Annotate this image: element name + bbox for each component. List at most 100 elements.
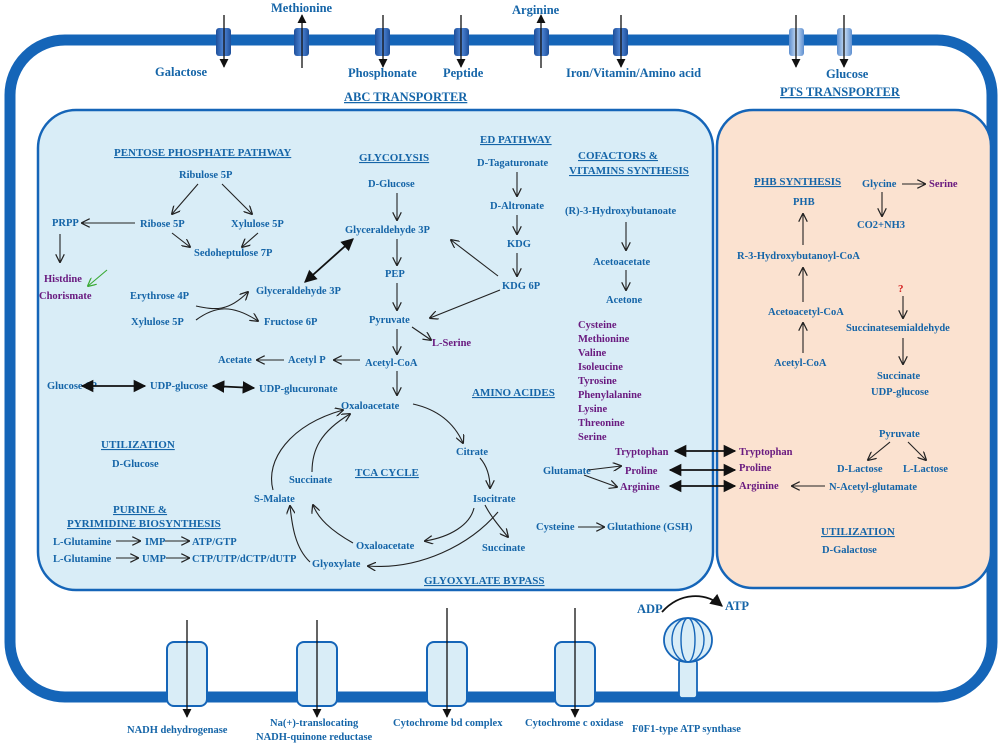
glycine: Glycine	[862, 179, 897, 190]
co2-nh3: CO2+NH3	[857, 220, 905, 231]
fructose6p: Fructose 6P	[264, 317, 318, 328]
l-lactose: L-Lactose	[903, 464, 948, 475]
arginine-transport-label: Arginine	[512, 3, 560, 17]
purine-arrows	[116, 541, 189, 558]
glycolysis-title: GLYCOLYSIS	[359, 152, 429, 164]
glutamate: Glutamate	[543, 466, 591, 477]
utilization-d-glucose: D-Glucose	[112, 459, 159, 470]
xylulose5p-bottom: Xylulose 5P	[131, 317, 184, 328]
amino-acid: Threonine	[578, 418, 625, 429]
glutathione: Glutathione (GSH)	[607, 522, 693, 533]
d-galactose: D-Galactose	[822, 545, 877, 556]
iron-vitamin-amino-label: Iron/Vitamin/Amino acid	[566, 66, 701, 80]
glycolysis-arrows	[80, 193, 431, 395]
prpp: PRPP	[52, 218, 79, 229]
succinate-shunt: Succinate	[289, 475, 333, 486]
acetoacetyl-coa: Acetoacetyl-CoA	[768, 307, 844, 318]
utilization-right-title: UTILIZATION	[821, 526, 895, 538]
l-glutamine-2: L-Glutamine	[53, 554, 112, 565]
phb-title: PHB SYNTHESIS	[754, 176, 841, 188]
acetyl-coa-phb: Acetyl-CoA	[774, 358, 827, 369]
ppp-title: PENTOSE PHOSPHATE PATHWAY	[114, 147, 291, 159]
r3hb-coa: R-3-Hydroxybutanoyl-CoA	[737, 251, 860, 262]
amino-acid: Lysine	[578, 404, 608, 415]
arginine-left: Arginine	[620, 482, 660, 493]
phb-region	[715, 108, 993, 590]
sedoheptulose7p: Sedoheptulose 7P	[194, 248, 273, 259]
imp: IMP	[145, 537, 166, 548]
amino-acid: Valine	[578, 348, 607, 359]
succinate-phb: Succinate	[877, 371, 921, 382]
question-mark: ?	[898, 283, 904, 295]
pts-transporter-title: PTS TRANSPORTER	[780, 85, 901, 99]
cytoplasm-region	[36, 108, 715, 592]
isocitrate: Isocitrate	[473, 494, 516, 505]
atp-label: ATP	[725, 599, 749, 613]
glyoxylate: Glyoxylate	[312, 559, 361, 570]
na-translocating-label-2: NADH-quinone reductase	[256, 732, 373, 743]
amino-acid: Isoleucine	[578, 362, 623, 373]
methionine-label: Methionine	[271, 1, 333, 15]
amino-acids-title: AMINO ACIDES	[472, 387, 555, 399]
hydroxybutanoate: (R)-3-Hydroxybutanoate	[565, 206, 677, 217]
acetate: Acetate	[218, 355, 252, 366]
amino-acid-list: Cysteine Methionine Valine Isoleucine Ty…	[578, 320, 642, 443]
cofactors-title-1: COFACTORS &	[578, 150, 658, 162]
pts-channels	[789, 15, 852, 68]
ctp-utp: CTP/UTP/dCTP/dUTP	[192, 554, 297, 565]
galactose-label: Galactose	[155, 65, 208, 79]
amino-acid: Tyrosine	[578, 376, 617, 387]
acetoacetate: Acetoacetate	[593, 257, 650, 268]
glucose1p: Glucose 1P	[47, 381, 97, 392]
udp-glucose: UDP-glucose	[150, 381, 208, 392]
proline-right: Proline	[739, 463, 772, 474]
kdg6p: KDG 6P	[502, 281, 541, 292]
chorismate: Chorismate	[39, 291, 92, 302]
xylulose5p-top: Xylulose 5P	[231, 219, 284, 230]
s-malate: S-Malate	[254, 494, 295, 505]
membrane-complexes	[166, 608, 596, 718]
citrate: Citrate	[456, 447, 488, 458]
tca-title: TCA CYCLE	[355, 467, 419, 479]
amino-acid: Phenylalanine	[578, 390, 642, 401]
d-altronate: D-Altronate	[490, 201, 544, 212]
ed-title: ED PATHWAY	[480, 134, 552, 146]
atp-synthase-label: F0F1-type ATP synthase	[632, 724, 741, 735]
glyoxylate-bypass-title: GLYOXYLATE BYPASS	[424, 575, 545, 587]
serine-phb: Serine	[929, 179, 958, 190]
utilization-left-title: UTILIZATION	[101, 439, 175, 451]
cytochrome-bd-label: Cytochrome bd complex	[393, 718, 503, 729]
n-acetyl-glutamate: N-Acetyl-glutamate	[829, 482, 917, 493]
oxaloacetate-b: Oxaloacetate	[356, 541, 415, 552]
atp-synthase	[661, 593, 723, 699]
udp-glucuronate: UDP-glucuronate	[259, 384, 338, 395]
abc-transporter-title: ABC TRANSPORTER	[344, 90, 468, 104]
proline-left: Proline	[625, 466, 658, 477]
glyceraldehyde3p-ppp: Glyceraldehyde 3P	[256, 286, 341, 297]
succinate-tca: Succinate	[482, 543, 526, 554]
ribulose5p: Ribulose 5P	[179, 170, 233, 181]
glucose-transport-label: Glucose	[826, 67, 869, 81]
glyceraldehyde3p: Glyceraldehyde 3P	[345, 225, 430, 236]
acetyl-coa: Acetyl-CoA	[365, 358, 418, 369]
pep: PEP	[385, 269, 405, 280]
ppp-arrows	[60, 183, 258, 321]
l-serine: L-Serine	[432, 338, 471, 349]
na-translocating-label-1: Na(+)-translocating	[270, 718, 359, 729]
histidine: Histdine	[44, 274, 82, 285]
phb-arrows	[792, 184, 926, 486]
tryptophan-left: Tryptophan	[615, 447, 669, 458]
d-lactose: D-Lactose	[837, 464, 883, 475]
udp-glucose-phb: UDP-glucose	[871, 387, 929, 398]
purine-title-1: PURINE &	[113, 504, 167, 516]
succinatesemialdehyde: Succinatesemialdehyde	[846, 323, 950, 334]
phb: PHB	[793, 197, 815, 208]
tryptophan-right: Tryptophan	[739, 447, 793, 458]
amino-acid: Methionine	[578, 334, 630, 345]
arginine-right: Arginine	[739, 481, 779, 492]
acetone: Acetone	[606, 295, 642, 306]
amino-acid: Serine	[578, 432, 607, 443]
ump: UMP	[142, 554, 166, 565]
abc-transport-arrows	[219, 14, 626, 68]
